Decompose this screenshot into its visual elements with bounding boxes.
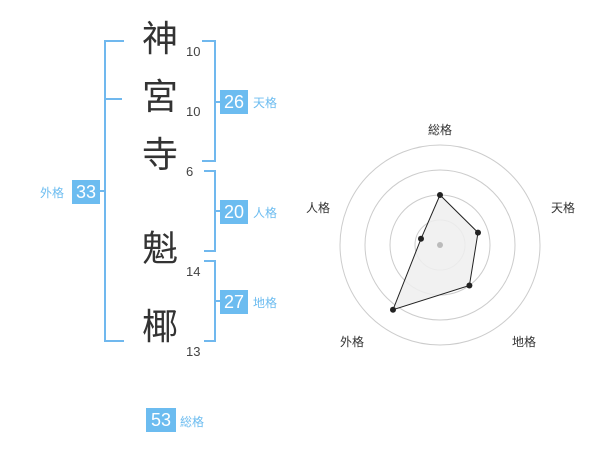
jinkaku-label: 人格 — [253, 206, 278, 220]
radar-point-1 — [437, 192, 443, 198]
tenkaku-label: 天格 — [253, 96, 278, 110]
tenkaku-value-box: 26 — [220, 90, 248, 114]
radar-point-3 — [466, 282, 473, 289]
radar-grid-ring-4 — [339, 144, 541, 346]
chikaku-value-box: 27 — [220, 290, 248, 314]
stroke-count-1: 10 — [186, 44, 201, 59]
stroke-count-3: 6 — [186, 164, 194, 179]
radar-center-dot — [437, 242, 443, 248]
jinkaku-value-box: 20 — [220, 200, 248, 224]
radar-label-jinkaku: 人格 — [306, 201, 331, 215]
radar-point-2 — [475, 229, 481, 236]
name-char-3: 寺 — [141, 135, 178, 176]
tenkaku-connector — [214, 101, 222, 103]
jinkaku-connector — [214, 210, 222, 212]
radar-point-4 — [390, 306, 396, 313]
chikaku-label: 地格 — [253, 296, 278, 310]
radar-grid-ring-3 — [364, 169, 516, 321]
name-char-5: 椰 — [141, 307, 178, 348]
name-char-4: 魁 — [141, 229, 178, 270]
gaikaku-connector — [98, 190, 105, 192]
gaikaku-value-box: 33 — [72, 180, 100, 204]
soukaku-label: 総格 — [180, 415, 205, 429]
radar-label-gaikaku: 外格 — [340, 335, 365, 349]
radar-label-chikaku: 地格 — [512, 335, 537, 349]
soukaku-value-box: 53 — [146, 408, 176, 432]
name-char-2: 宮 — [141, 77, 178, 118]
gaikaku-bracket — [104, 40, 124, 342]
radar-value-polygon — [392, 194, 479, 311]
stroke-count-5: 13 — [186, 344, 201, 359]
gaikaku-bracket-tick — [106, 98, 122, 100]
stroke-count-2: 10 — [186, 104, 201, 119]
chikaku-connector — [214, 300, 222, 302]
name-char-1: 神 — [141, 19, 178, 60]
gaikaku-label: 外格 — [40, 186, 65, 200]
stroke-count-4: 14 — [186, 264, 201, 279]
radar-label-tenkaku: 天格 — [551, 201, 576, 215]
radar-label-soukaku: 総格 — [428, 123, 453, 137]
radar-point-5 — [418, 235, 424, 242]
